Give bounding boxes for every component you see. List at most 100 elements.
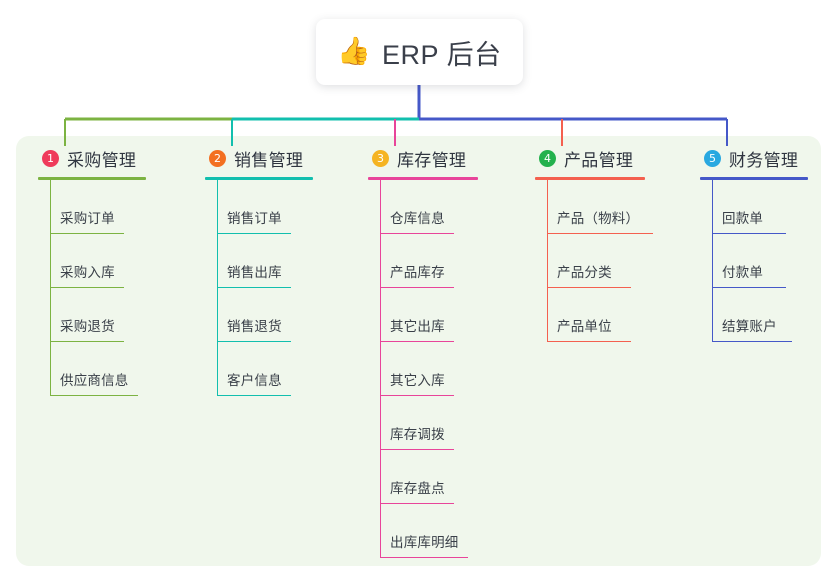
root-node[interactable]: 👍 ERP 后台 [316,19,523,85]
leaf-item-label: 库存盘点 [390,481,445,496]
leaf-item-underline [712,287,786,288]
leaf-item-underline [217,233,291,234]
leaf-item-underline [712,233,786,234]
column-header-4[interactable]: 4 产品管理 [535,146,645,170]
column-underline-1 [38,177,146,180]
leaf-item[interactable]: 销售出库 [205,234,313,288]
column-badge-5: 5 [704,149,721,167]
leaf-item-underline [547,233,653,234]
leaf-item-underline [380,449,454,450]
leaf-item-label: 产品分类 [557,265,612,280]
leaf-item-underline [50,287,124,288]
leaf-item[interactable]: 结算账户 [700,288,808,342]
leaf-item[interactable]: 仓库信息 [368,180,478,234]
column-header-3[interactable]: 3 库存管理 [368,146,478,170]
leaf-item-label: 采购入库 [60,265,115,280]
leaf-item[interactable]: 采购入库 [38,234,146,288]
column-badge-1: 1 [42,149,59,167]
column-title-5: 财务管理 [729,150,799,170]
diagram-panel [16,136,821,566]
leaf-item-underline [380,395,454,396]
column-underline-5 [700,177,808,180]
leaf-item-underline [217,287,291,288]
column-items-5: 回款单付款单结算账户 [700,180,808,342]
leaf-item-label: 结算账户 [722,319,777,334]
column-spine-5 [712,180,713,342]
root-title: ERP 后台 [382,39,502,70]
leaf-item[interactable]: 供应商信息 [38,342,146,396]
column-spine-4 [547,180,548,342]
column-title-4: 产品管理 [564,150,634,170]
leaf-item[interactable]: 其它入库 [368,342,478,396]
leaf-item[interactable]: 付款单 [700,234,808,288]
leaf-item-label: 采购订单 [60,211,115,226]
leaf-item-label: 供应商信息 [60,373,129,388]
leaf-item-label: 仓库信息 [390,211,445,226]
leaf-item-underline [547,341,631,342]
column-2: 2 销售管理销售订单销售出库销售退货客户信息 [205,146,313,396]
leaf-item[interactable]: 产品分类 [535,234,645,288]
leaf-item-underline [547,287,631,288]
column-3: 3 库存管理仓库信息产品库存其它出库其它入库库存调拨库存盘点出库库明细 [368,146,478,558]
leaf-item-label: 出库库明细 [390,535,459,550]
leaf-item-underline [50,233,124,234]
column-header-1[interactable]: 1 采购管理 [38,146,146,170]
thumbs-up-icon: 👍 [337,35,372,66]
leaf-item-underline [380,341,454,342]
leaf-item-label: 产品库存 [390,265,445,280]
leaf-item[interactable]: 采购订单 [38,180,146,234]
column-underline-4 [535,177,645,180]
leaf-item-label: 回款单 [722,211,764,226]
leaf-item-label: 库存调拨 [390,427,445,442]
column-header-5[interactable]: 5 财务管理 [700,146,808,170]
leaf-item[interactable]: 其它出库 [368,288,478,342]
leaf-item[interactable]: 库存盘点 [368,450,478,504]
column-items-3: 仓库信息产品库存其它出库其它入库库存调拨库存盘点出库库明细 [368,180,478,558]
leaf-item-underline [380,287,454,288]
leaf-item-label: 其它出库 [390,319,445,334]
leaf-item-label: 其它入库 [390,373,445,388]
leaf-item-underline [50,395,138,396]
column-items-4: 产品（物料） 产品分类产品单位 [535,180,653,342]
leaf-item-label: 销售退货 [227,319,282,334]
column-underline-2 [205,177,313,180]
leaf-item[interactable]: 销售退货 [205,288,313,342]
leaf-item-label: 销售出库 [227,265,282,280]
leaf-item-label: 付款单 [722,265,764,280]
leaf-item[interactable]: 库存调拨 [368,396,478,450]
leaf-item[interactable]: 销售订单 [205,180,313,234]
column-spine-1 [50,180,51,396]
column-spine-3 [380,180,381,558]
leaf-item-label: 产品（物料） [557,211,640,226]
leaf-item-underline [50,341,124,342]
leaf-item[interactable]: 客户信息 [205,342,313,396]
leaf-item[interactable]: 回款单 [700,180,808,234]
column-items-1: 采购订单采购入库采购退货供应商信息 [38,180,146,396]
leaf-item-underline [712,341,792,342]
leaf-item-underline [380,233,454,234]
column-title-2: 销售管理 [234,150,304,170]
column-title-3: 库存管理 [397,150,467,170]
column-badge-3: 3 [372,149,389,167]
column-underline-3 [368,177,478,180]
leaf-item-underline [380,557,468,558]
column-4: 4 产品管理产品（物料） 产品分类产品单位 [535,146,653,342]
column-title-1: 采购管理 [67,150,137,170]
column-5: 5 财务管理回款单付款单结算账户 [700,146,808,342]
leaf-item[interactable]: 采购退货 [38,288,146,342]
leaf-item-underline [217,341,291,342]
column-items-2: 销售订单销售出库销售退货客户信息 [205,180,313,396]
column-1: 1 采购管理采购订单采购入库采购退货供应商信息 [38,146,146,396]
leaf-item[interactable]: 产品库存 [368,234,478,288]
leaf-item-underline [217,395,291,396]
column-badge-4: 4 [539,149,556,167]
leaf-item[interactable]: 出库库明细 [368,504,478,558]
leaf-item[interactable]: 产品单位 [535,288,645,342]
column-badge-2: 2 [209,149,226,167]
column-spine-2 [217,180,218,396]
leaf-item-label: 产品单位 [557,319,612,334]
leaf-item-label: 销售订单 [227,211,282,226]
column-header-2[interactable]: 2 销售管理 [205,146,313,170]
leaf-item[interactable]: 产品（物料） [535,180,653,234]
